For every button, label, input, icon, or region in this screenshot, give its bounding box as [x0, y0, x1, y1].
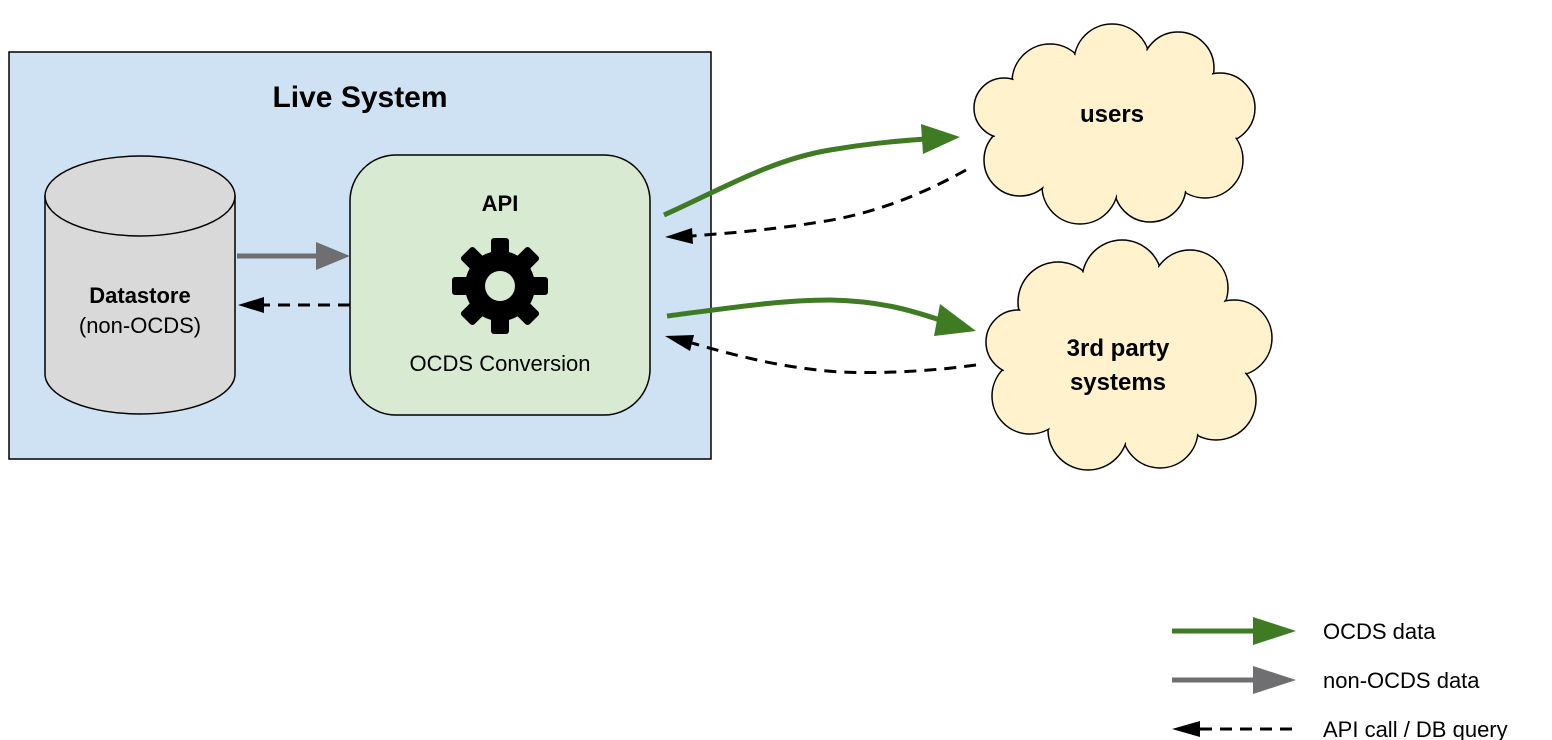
- ocds-arrow-api-to-third-party: [666, 297, 976, 336]
- gear-icon: [452, 238, 548, 334]
- legend-ocds-item: OCDS data: [1172, 617, 1436, 645]
- third-party-cloud: 3rd party systems: [985, 239, 1273, 471]
- legend-non-ocds-item: non-OCDS data: [1172, 666, 1480, 694]
- call-arrow-third-party-to-api: [665, 335, 977, 375]
- third-party-label-line1: 3rd party: [1067, 335, 1170, 362]
- datastore-subtitle: (non-OCDS): [79, 313, 201, 338]
- ocds-arrow-api-to-users: [662, 124, 960, 218]
- users-cloud: users: [973, 23, 1256, 225]
- api-box: API OCDS Conversion: [349, 154, 651, 416]
- users-label: users: [1080, 101, 1144, 128]
- legend-ocds-label: OCDS data: [1323, 619, 1436, 644]
- legend-non-ocds-label: non-OCDS data: [1323, 668, 1480, 693]
- datastore-cylinder: Datastore (non-OCDS): [44, 155, 236, 415]
- legend-api-call-item: API call / DB query: [1172, 717, 1508, 740]
- api-subtitle: OCDS Conversion: [410, 351, 591, 376]
- live-system-title: Live System: [272, 81, 447, 114]
- call-arrow-api-to-datastore: [238, 297, 350, 313]
- api-title: API: [482, 191, 519, 216]
- datastore-label: Datastore: [89, 283, 190, 308]
- non-ocds-arrow-datastore-to-api: [237, 242, 350, 270]
- third-party-label-line2: systems: [1070, 369, 1166, 396]
- legend: OCDS data non-OCDS data API call / DB qu…: [1172, 617, 1508, 740]
- call-arrow-users-to-api: [665, 168, 967, 244]
- legend-api-call-label: API call / DB query: [1323, 717, 1508, 740]
